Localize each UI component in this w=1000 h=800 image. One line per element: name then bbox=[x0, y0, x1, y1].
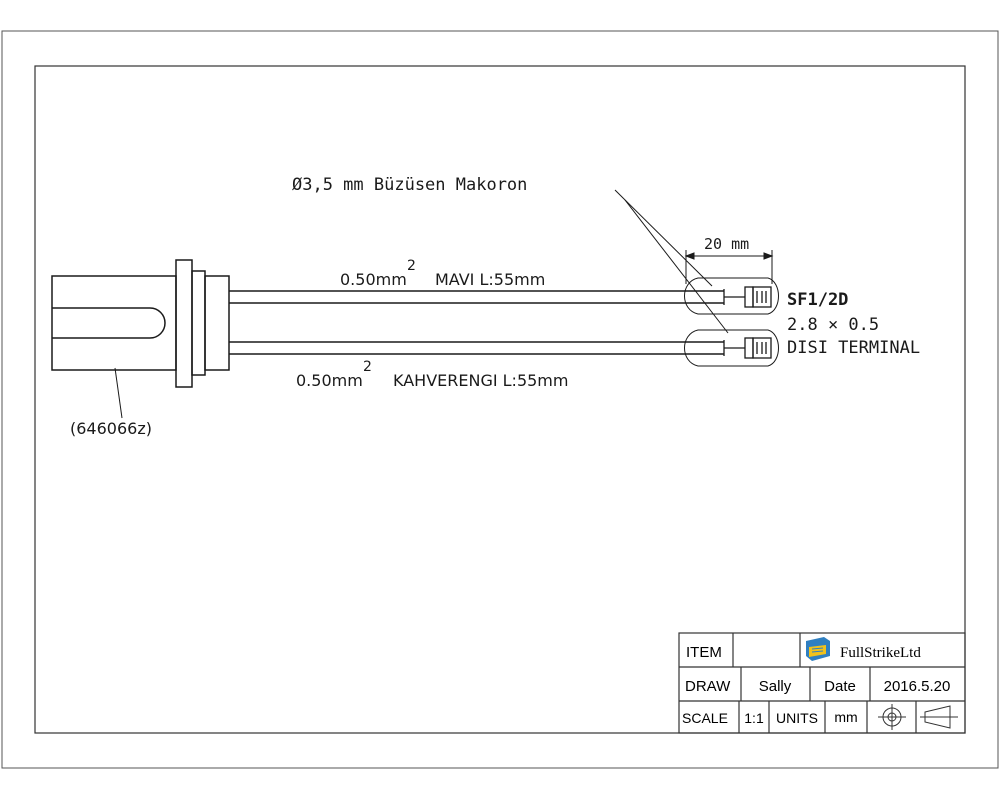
sleeve-note: Ø3,5 mm Büzüsen Makoron bbox=[292, 175, 527, 195]
wire-top bbox=[229, 290, 724, 304]
drawing-frame bbox=[34, 65, 966, 734]
wire-bottom-label: 0.50mm 2 KAHVERENGI L:55mm bbox=[296, 359, 568, 390]
company-name: FullStrikeLtd bbox=[840, 645, 921, 661]
dimension-20mm bbox=[684, 250, 774, 284]
part-leader-line bbox=[114, 367, 123, 419]
sleeve-top bbox=[684, 277, 779, 315]
svg-text:0.50mm: 0.50mm bbox=[296, 371, 363, 390]
scale-label: SCALE bbox=[682, 710, 728, 726]
svg-text:0.50mm: 0.50mm bbox=[340, 270, 407, 289]
date-label: Date bbox=[824, 678, 856, 695]
svg-text:KAHVERENGI L:55mm: KAHVERENGI L:55mm bbox=[393, 371, 568, 390]
units-value: mm bbox=[834, 709, 857, 725]
svg-text:2: 2 bbox=[363, 359, 372, 375]
date-value: 2016.5.20 bbox=[884, 678, 951, 695]
draw-label: DRAW bbox=[685, 678, 731, 695]
terminal-size: 2.8 × 0.5 bbox=[787, 315, 879, 335]
company-logo-icon bbox=[806, 637, 830, 661]
wire-bottom bbox=[229, 341, 724, 355]
terminal-top bbox=[723, 286, 772, 308]
terminal-type: DISI TERMINAL bbox=[787, 338, 920, 358]
svg-text:2: 2 bbox=[407, 258, 416, 274]
dimension-label: 20 mm bbox=[704, 235, 749, 253]
title-block: ITEM FullStrikeLtd DRAW Sally Date 2016.… bbox=[678, 632, 966, 734]
connector-housing bbox=[51, 259, 230, 388]
units-label: UNITS bbox=[776, 710, 818, 726]
terminal-code: SF1/2D bbox=[787, 290, 848, 310]
connector-part-number: (646066z) bbox=[70, 419, 152, 438]
projection-symbol-icon bbox=[878, 704, 958, 730]
terminal-bottom bbox=[723, 337, 772, 359]
svg-text:MAVI L:55mm: MAVI L:55mm bbox=[435, 270, 545, 289]
sheet-border bbox=[1, 30, 999, 769]
scale-value: 1:1 bbox=[744, 710, 764, 726]
item-label: ITEM bbox=[686, 644, 722, 661]
wire-top-label: 0.50mm 2 MAVI L:55mm bbox=[340, 258, 545, 289]
sleeve-leader-lines bbox=[614, 189, 729, 334]
sleeve-bottom bbox=[684, 329, 779, 367]
draw-value: Sally bbox=[759, 678, 792, 695]
